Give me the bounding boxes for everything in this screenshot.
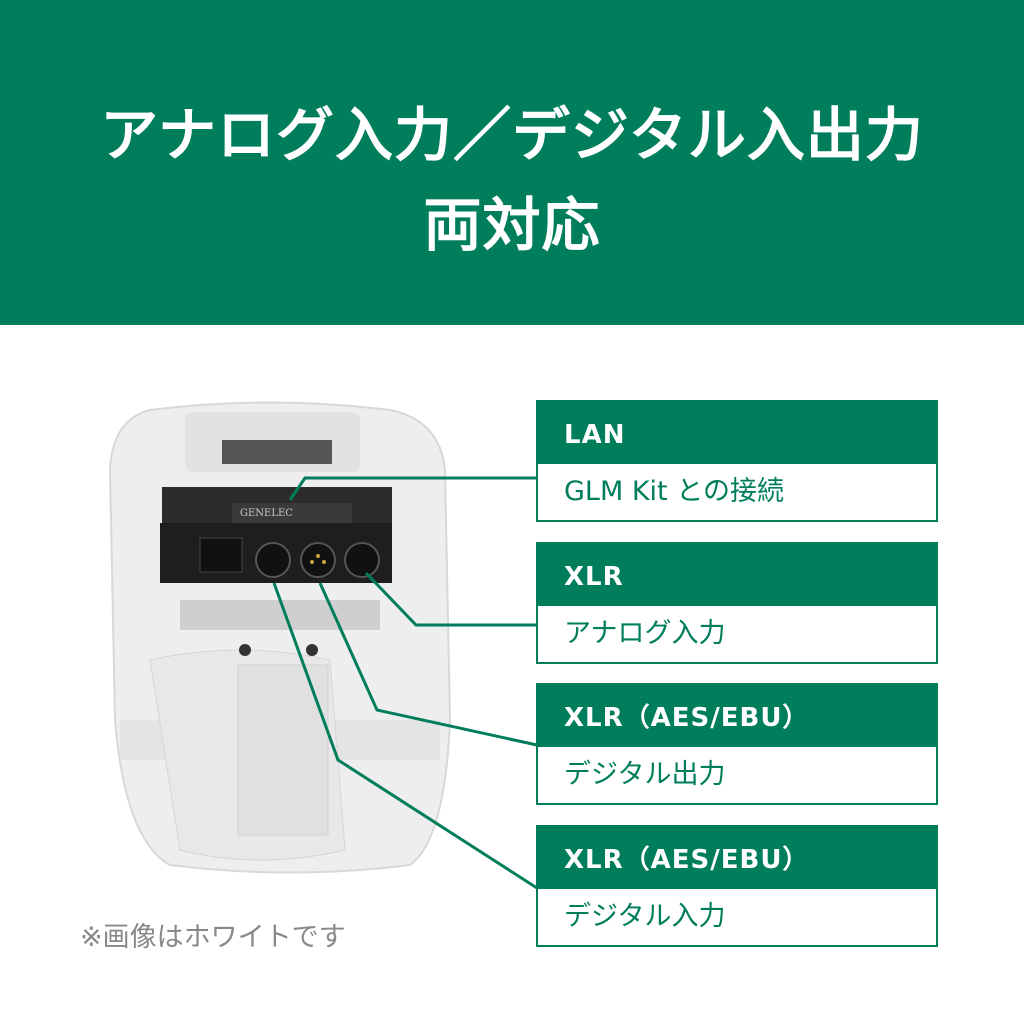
callout-title: XLR [538, 544, 936, 606]
callout-desc: GLM Kit との接続 [564, 476, 784, 507]
xlr-digital-in-connector [255, 542, 291, 578]
callout-title: XLR（AES/EBU） [538, 685, 936, 747]
callout-desc: デジタル入力 [564, 901, 726, 932]
xlr-analog-in-connector [344, 542, 380, 578]
headline-line2: 両対応 [423, 191, 601, 259]
color-note: ※画像はホワイトです [80, 922, 346, 953]
headline-line1: アナログ入力／デジタル入出力 [100, 101, 924, 169]
callout-title: XLR（AES/EBU） [538, 827, 936, 889]
rating-label [222, 440, 332, 464]
callout-xlr-digital-out: XLR（AES/EBU） デジタル出力 [536, 683, 938, 805]
genelec-logo: GENELEC [240, 508, 293, 519]
callout-desc: アナログ入力 [564, 618, 726, 649]
power-inlet [199, 537, 243, 573]
callout-desc: デジタル出力 [564, 759, 726, 790]
callout-xlr-digital-in: XLR（AES/EBU） デジタル入力 [536, 825, 938, 947]
xlr-digital-out-connector [300, 542, 336, 578]
callout-lines [272, 476, 538, 890]
speaker-rear-photo: GENELEC [108, 401, 538, 890]
callout-lan: LAN GLM Kit との接続 [536, 400, 938, 522]
header-banner: アナログ入力／デジタル入出力 両対応 [0, 0, 1024, 325]
callout-xlr-analog: XLR アナログ入力 [536, 542, 938, 664]
callout-title: LAN [538, 402, 936, 464]
